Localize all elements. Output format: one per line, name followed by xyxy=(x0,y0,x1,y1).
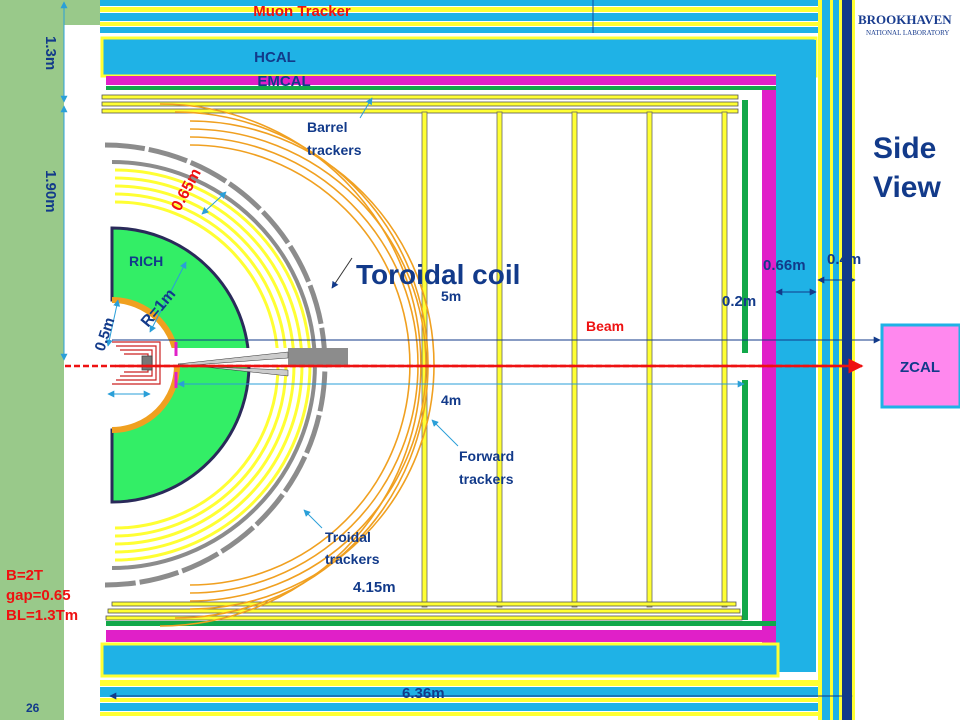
toroidal-coil-label: Toroidal coil xyxy=(356,259,520,290)
dim-0-4m: 0.4m xyxy=(827,251,861,268)
dimension-arrows xyxy=(60,1,881,700)
troidal-trackers-label-2: trackers xyxy=(325,551,380,567)
left-sidebar-strip xyxy=(0,0,64,720)
hcal-label: HCAL xyxy=(254,49,296,66)
param-b-field: B=2T xyxy=(6,567,43,584)
barrel-trackers-label-2: trackers xyxy=(307,142,362,158)
forward-tracker-planes xyxy=(421,111,728,608)
beam-label: Beam xyxy=(586,318,624,334)
zcal-box: ZCAL xyxy=(880,323,960,409)
barrel-trackers-bottom xyxy=(105,601,743,621)
muon-tracker-label: Muon Tracker xyxy=(253,3,351,20)
side-view-title-2: View xyxy=(873,171,941,204)
interaction-point xyxy=(141,355,153,371)
param-gap: gap=0.65 xyxy=(6,587,71,604)
dim-5m: 5m xyxy=(441,288,461,304)
bnl-logo: BROOKHAVEN NATIONAL LABORATORY xyxy=(856,8,952,42)
emcal-right xyxy=(762,90,776,645)
forward-shield xyxy=(288,348,348,366)
emcal-green-right-lower xyxy=(742,380,748,620)
dim-0-66m: 0.66m xyxy=(763,257,806,274)
param-bl: BL=1.3Tm xyxy=(6,607,78,624)
hcal-top xyxy=(100,36,818,78)
dim-0-2m: 0.2m xyxy=(722,293,756,310)
page-number: 26 xyxy=(26,701,40,715)
dim-0-5m: 0.5m xyxy=(92,315,119,353)
dim-4-15m: 4.15m xyxy=(353,579,396,596)
emcal-bottom xyxy=(106,630,776,642)
muon-tracker-bottom xyxy=(100,680,818,716)
hcal-right xyxy=(776,0,855,720)
dim-1-90m: 1.90m xyxy=(42,170,59,213)
dim-6-36m: 6.36m xyxy=(402,685,445,702)
zcal-label: ZCAL xyxy=(900,359,940,376)
forward-trackers-label-1: Forward xyxy=(459,448,514,464)
logo-line2: NATIONAL LABORATORY xyxy=(866,29,949,37)
emcal-green-right-upper xyxy=(742,100,748,353)
barrel-trackers-top xyxy=(101,94,739,114)
hcal-bottom xyxy=(100,642,780,678)
dim-4m: 4m xyxy=(441,392,461,408)
muon-tracker-top xyxy=(100,0,818,33)
emcal-green-bottom xyxy=(106,621,776,626)
side-view-title-1: Side xyxy=(873,132,936,165)
forward-trackers-label-2: trackers xyxy=(459,471,514,487)
emcal-top xyxy=(106,76,776,85)
dim-1-3m: 1.3m xyxy=(42,36,59,70)
barrel-trackers-label-1: Barrel xyxy=(307,119,347,135)
logo-line1: BROOKHAVEN xyxy=(858,12,952,27)
troidal-trackers-label-1: Troidal xyxy=(325,529,371,545)
emcal-green-top xyxy=(106,86,776,90)
rich-label: RICH xyxy=(129,253,163,269)
emcal-label: EMCAL xyxy=(257,73,310,90)
